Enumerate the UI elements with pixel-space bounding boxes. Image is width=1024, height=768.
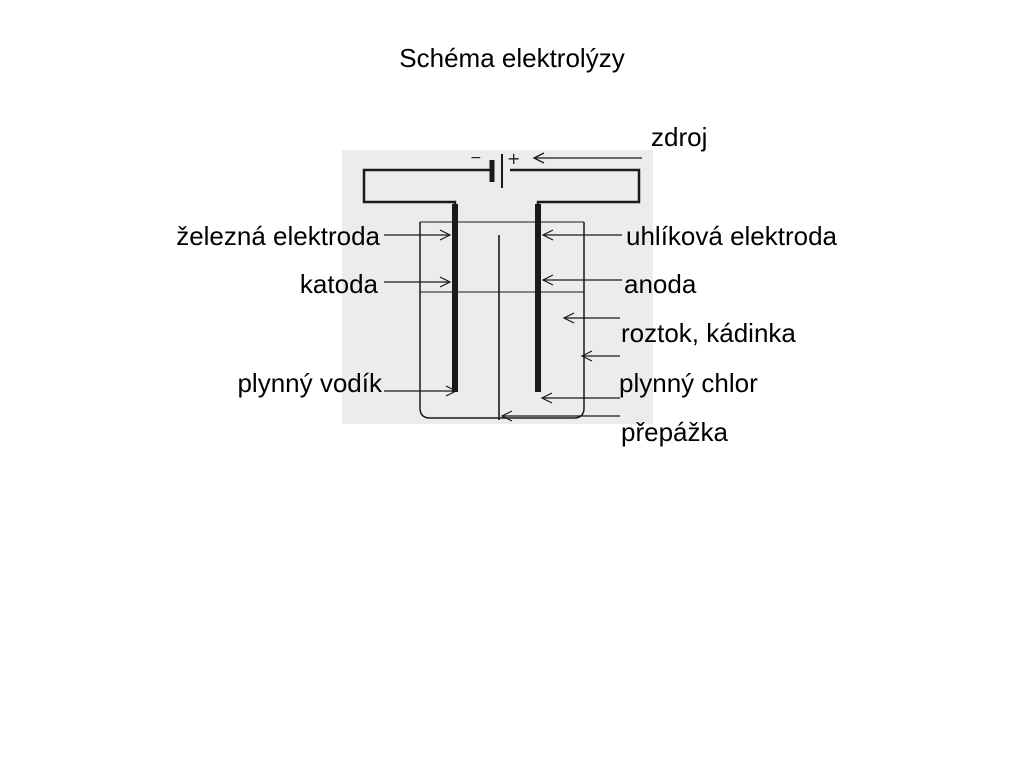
battery-icon: − +: [470, 150, 520, 188]
diagram-background: [342, 150, 653, 424]
label-source: zdroj: [651, 122, 708, 152]
beaker: [419, 221, 585, 419]
label-hydrogen-gas: plynný vodík: [237, 368, 382, 398]
slide-title: Schéma elektrolýzy: [399, 43, 625, 73]
label-anode: anoda: [624, 269, 697, 299]
label-cathode: katoda: [299, 269, 378, 299]
arrow-to-source: [532, 152, 642, 164]
label-chlorine-gas: plynný chlor: [619, 368, 758, 398]
label-partition: přepážka: [621, 417, 728, 447]
battery-minus-sign: −: [470, 150, 482, 166]
label-iron-electrode: železná elektroda: [176, 221, 380, 251]
left-arrows: [384, 229, 458, 397]
circuit-wire: [362, 168, 641, 205]
right-arrows: [500, 229, 622, 422]
label-solution-beaker: roztok, kádinka: [621, 318, 796, 348]
label-carbon-electrode: uhlíková elektroda: [626, 221, 838, 251]
battery-plus-sign: +: [507, 150, 520, 168]
electrolysis-diagram: − +: [342, 150, 653, 424]
